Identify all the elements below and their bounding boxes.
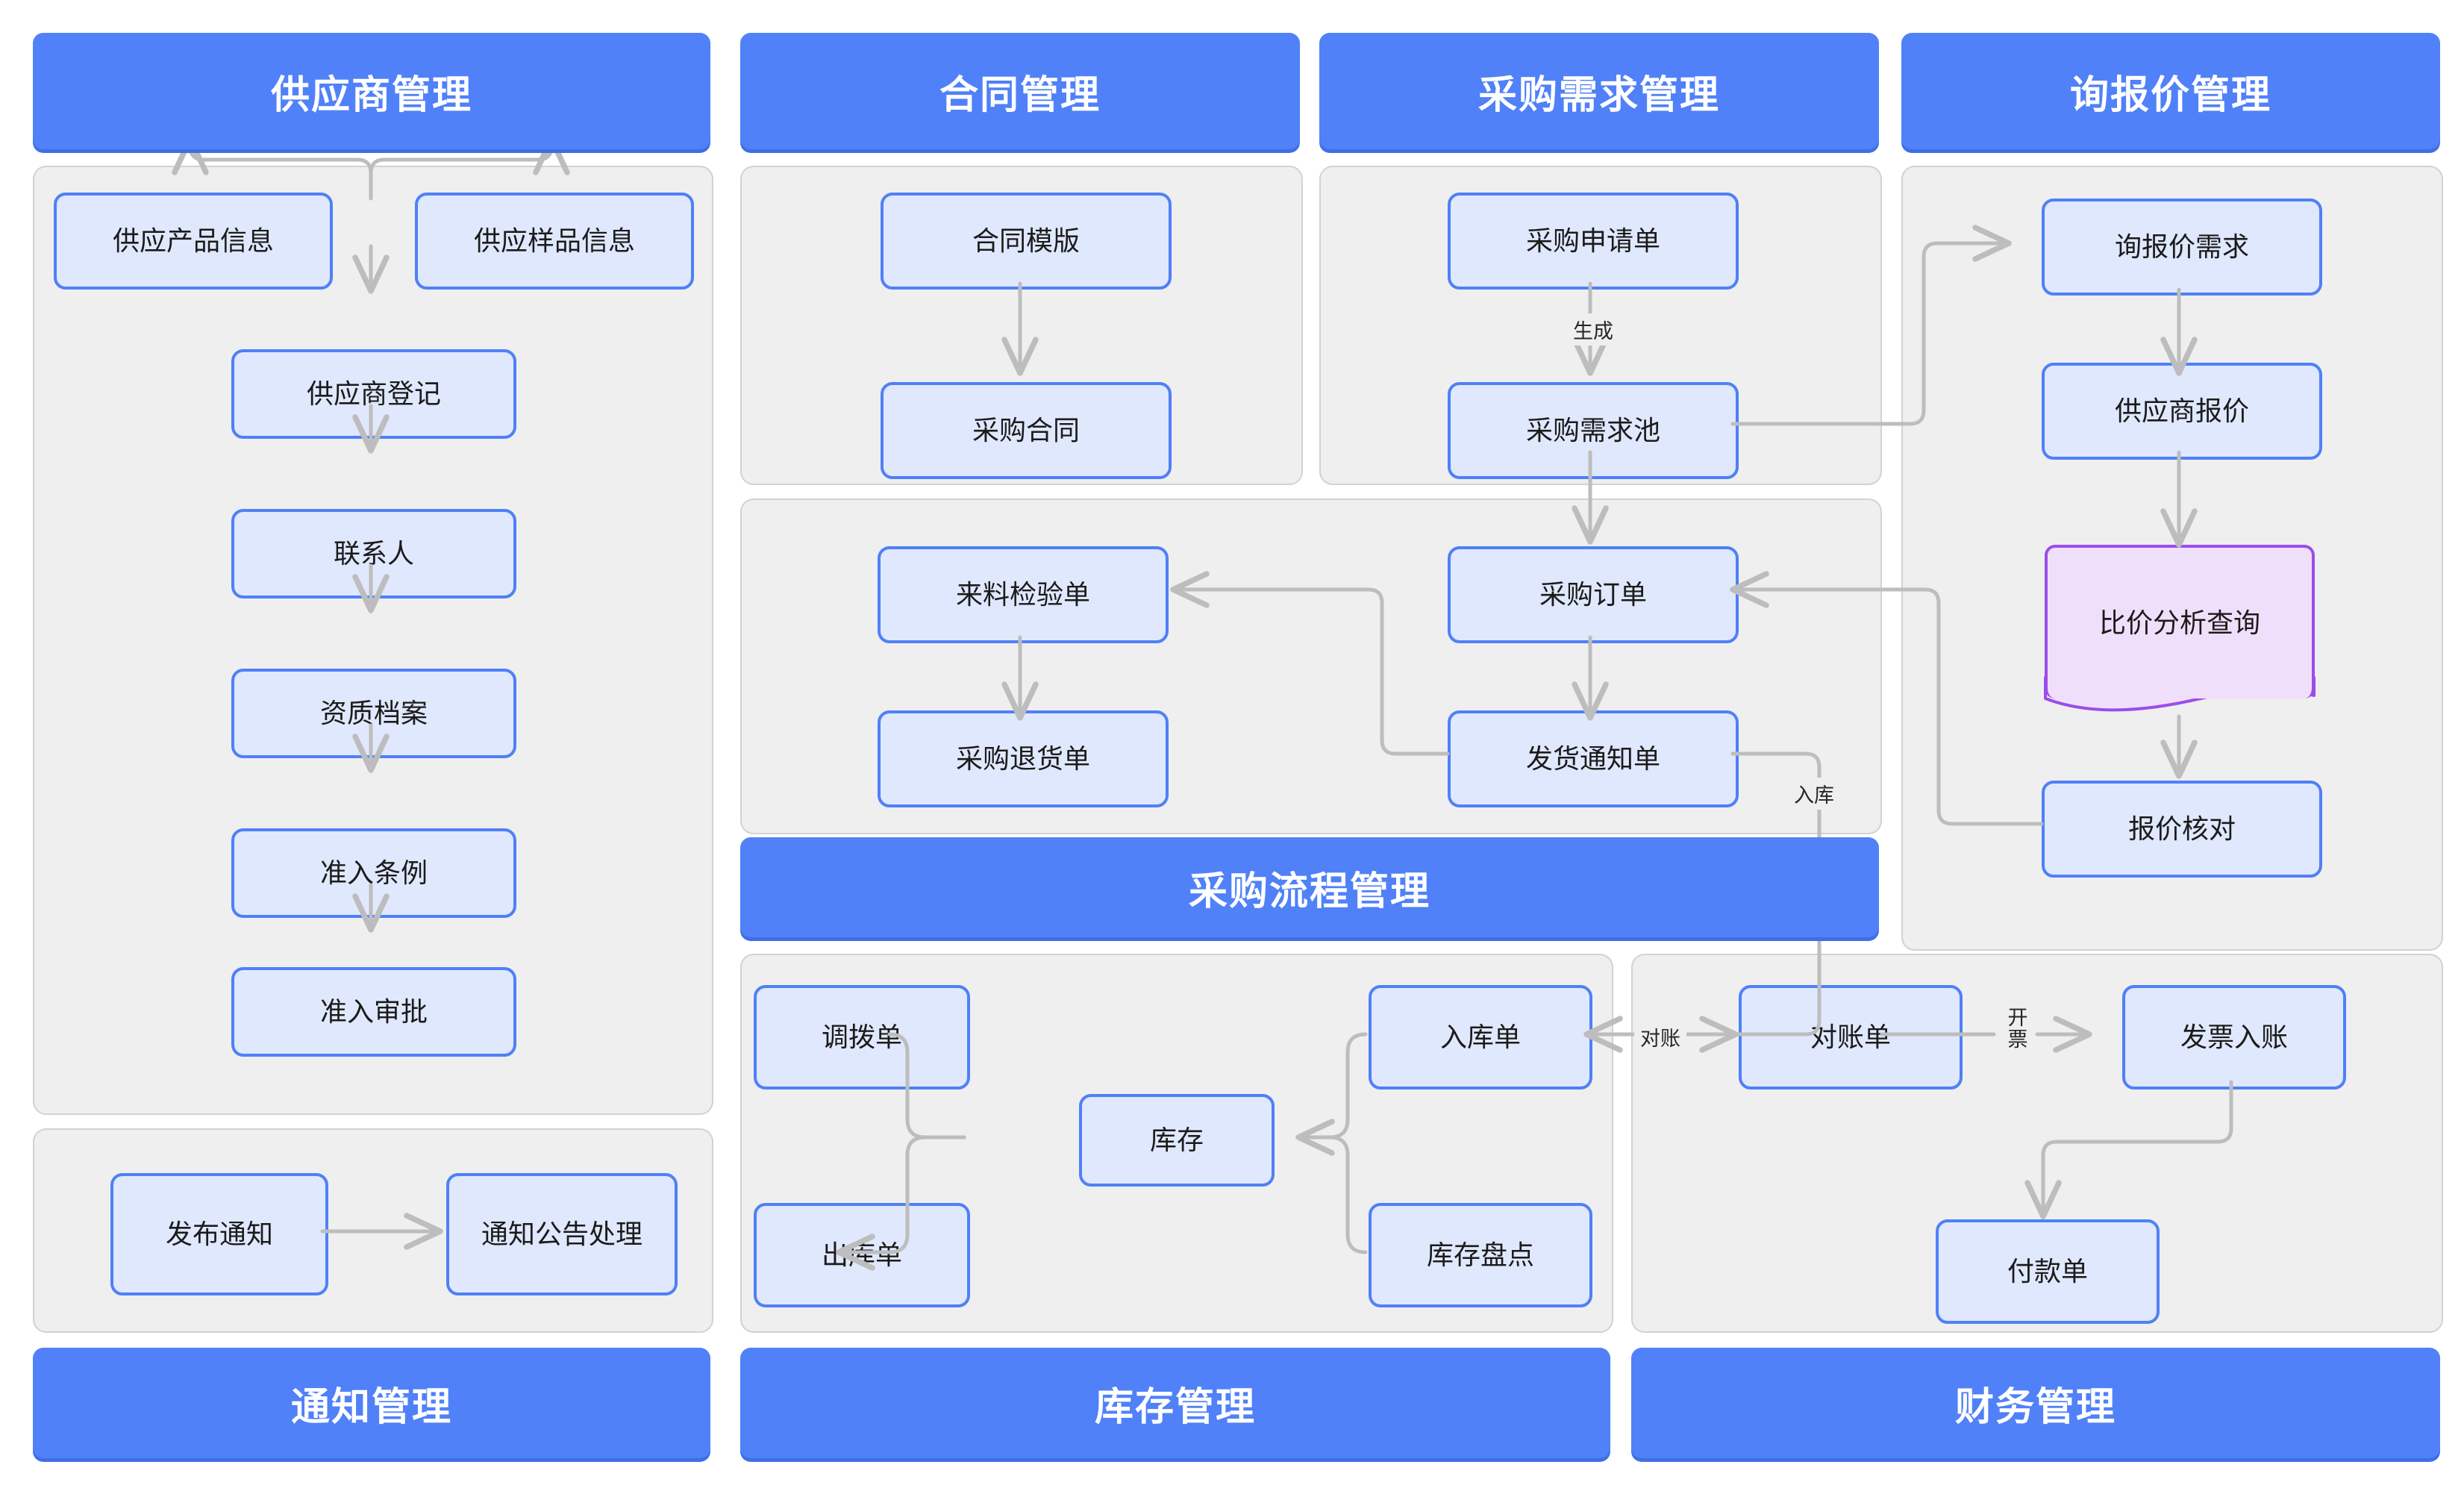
edge-label-text: 生成 bbox=[1573, 320, 1613, 343]
section-header-finance-label: 财务管理 bbox=[1954, 1385, 2116, 1429]
section-header-supplier-label: 供应商管理 bbox=[270, 73, 472, 117]
node-label: 来料检验单 bbox=[955, 579, 1090, 610]
edge-label-text: 入库 bbox=[1794, 784, 1834, 807]
node-label: 库存盘点 bbox=[1426, 1240, 1534, 1271]
node-label: 报价核对 bbox=[2127, 813, 2236, 845]
section-header-notice-label: 通知管理 bbox=[290, 1385, 452, 1429]
node-purchase-return[interactable]: 采购退货单 bbox=[878, 710, 1169, 807]
node-payment-order[interactable]: 付款单 bbox=[1936, 1219, 2160, 1324]
node-supply-sample-info[interactable]: 供应样品信息 bbox=[415, 193, 694, 290]
node-price-analysis-wrapper[interactable]: 比价分析查询 bbox=[2044, 545, 2316, 718]
node-label: 资质档案 bbox=[319, 698, 428, 729]
node-label: 供应商报价 bbox=[2114, 396, 2249, 427]
node-label: 采购订单 bbox=[1539, 579, 1647, 610]
node-label: 询报价需求 bbox=[2114, 231, 2249, 263]
node-label: 采购退货单 bbox=[955, 743, 1090, 775]
node-qualification-file[interactable]: 资质档案 bbox=[231, 669, 516, 758]
section-header-inventory-label: 库存管理 bbox=[1094, 1385, 1256, 1429]
node-transfer-order[interactable]: 调拨单 bbox=[754, 985, 970, 1090]
edge-label-reconcile: 对账 bbox=[1634, 1021, 1686, 1053]
node-label: 合同模版 bbox=[972, 225, 1080, 257]
node-label: 供应商登记 bbox=[306, 378, 441, 410]
node-outbound-order[interactable]: 出库单 bbox=[754, 1203, 970, 1307]
section-header-finance[interactable]: 财务管理 bbox=[1631, 1348, 2440, 1458]
node-publish-notice[interactable]: 发布通知 bbox=[110, 1173, 328, 1295]
node-purchase-request[interactable]: 采购申请单 bbox=[1448, 193, 1739, 290]
node-reconciliation[interactable]: 对账单 bbox=[1739, 985, 1963, 1090]
supplier-group-panel bbox=[33, 166, 713, 1115]
node-label: 联系人 bbox=[333, 538, 414, 569]
node-label: 入库单 bbox=[1439, 1022, 1521, 1053]
section-header-process[interactable]: 采购流程管理 bbox=[740, 837, 1879, 937]
node-label: 准入条例 bbox=[319, 857, 428, 889]
node-label: 发票入账 bbox=[2180, 1022, 2288, 1053]
node-supply-product-info[interactable]: 供应产品信息 bbox=[54, 193, 333, 290]
section-header-demand-label: 采购需求管理 bbox=[1478, 73, 1720, 117]
node-label: 付款单 bbox=[2007, 1256, 2088, 1287]
section-header-contract-label: 合同管理 bbox=[939, 73, 1101, 117]
node-label: 发布通知 bbox=[165, 1219, 273, 1250]
node-purchase-contract[interactable]: 采购合同 bbox=[881, 382, 1172, 479]
edge-label-invoice: 开票 bbox=[2004, 1004, 2031, 1054]
node-invoice-entry[interactable]: 发票入账 bbox=[2122, 985, 2346, 1090]
section-header-contract[interactable]: 合同管理 bbox=[740, 33, 1300, 149]
node-demand-pool[interactable]: 采购需求池 bbox=[1448, 382, 1739, 479]
section-header-quotation-label: 询报价管理 bbox=[2069, 73, 2271, 117]
node-incoming-inspection[interactable]: 来料检验单 bbox=[878, 546, 1169, 643]
node-label: 对账单 bbox=[1810, 1022, 1891, 1053]
node-contact-person[interactable]: 联系人 bbox=[231, 509, 516, 598]
node-access-rule[interactable]: 准入条例 bbox=[231, 828, 516, 918]
node-label: 调拨单 bbox=[821, 1022, 902, 1053]
edge-label-text: 对账 bbox=[1640, 1028, 1680, 1050]
section-header-inventory[interactable]: 库存管理 bbox=[740, 1348, 1610, 1458]
edge-label-inbound: 入库 bbox=[1788, 778, 1840, 810]
section-header-notice[interactable]: 通知管理 bbox=[33, 1348, 710, 1458]
section-header-process-label: 采购流程管理 bbox=[1188, 869, 1430, 913]
edge-label-text: 开票 bbox=[2007, 1007, 2028, 1051]
node-label: 采购申请单 bbox=[1525, 225, 1660, 257]
node-inbound-order[interactable]: 入库单 bbox=[1369, 985, 1592, 1090]
node-stock[interactable]: 库存 bbox=[1079, 1094, 1275, 1187]
node-quote-check[interactable]: 报价核对 bbox=[2042, 781, 2322, 878]
node-label: 通知公告处理 bbox=[481, 1219, 642, 1250]
node-price-analysis[interactable]: 比价分析查询 bbox=[2045, 545, 2315, 698]
node-notice-process[interactable]: 通知公告处理 bbox=[446, 1173, 678, 1295]
node-label: 比价分析查询 bbox=[2098, 607, 2260, 639]
node-label: 准入审批 bbox=[319, 996, 428, 1028]
section-header-supplier[interactable]: 供应商管理 bbox=[33, 33, 710, 149]
node-label: 出库单 bbox=[821, 1240, 902, 1271]
node-stock-count[interactable]: 库存盘点 bbox=[1369, 1203, 1592, 1307]
node-label: 采购合同 bbox=[972, 415, 1080, 446]
node-label: 库存 bbox=[1149, 1125, 1204, 1156]
node-label: 发货通知单 bbox=[1525, 743, 1660, 775]
node-contract-template[interactable]: 合同模版 bbox=[881, 193, 1172, 290]
section-header-quotation[interactable]: 询报价管理 bbox=[1901, 33, 2440, 149]
node-label: 采购需求池 bbox=[1525, 415, 1660, 446]
edge-label-generate: 生成 bbox=[1567, 313, 1619, 346]
node-purchase-order[interactable]: 采购订单 bbox=[1448, 546, 1739, 643]
section-header-demand[interactable]: 采购需求管理 bbox=[1319, 33, 1879, 149]
node-access-approval[interactable]: 准入审批 bbox=[231, 967, 516, 1057]
node-label: 供应样品信息 bbox=[473, 225, 635, 257]
node-supplier-quote[interactable]: 供应商报价 bbox=[2042, 363, 2322, 460]
node-delivery-notice[interactable]: 发货通知单 bbox=[1448, 710, 1739, 807]
node-quote-demand[interactable]: 询报价需求 bbox=[2042, 199, 2322, 296]
node-supplier-register[interactable]: 供应商登记 bbox=[231, 349, 516, 439]
node-label: 供应产品信息 bbox=[112, 225, 274, 257]
